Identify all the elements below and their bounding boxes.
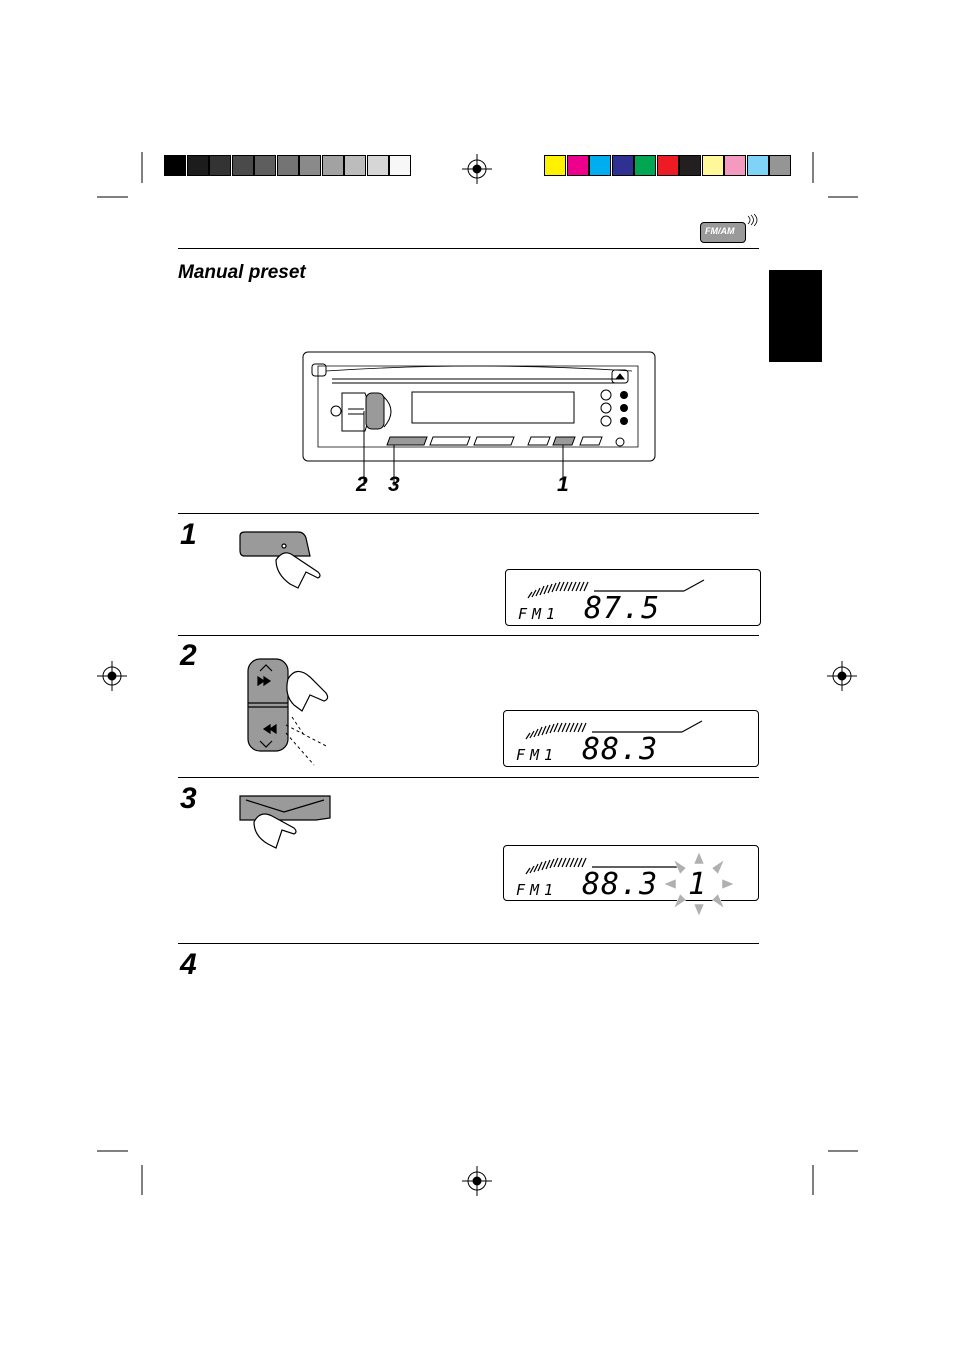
step-number: 1: [180, 518, 197, 551]
blinking-indicator-icon: [663, 851, 735, 917]
gray-swatch: [164, 155, 186, 176]
header-rule: [178, 248, 759, 249]
step-number: 4: [180, 948, 197, 981]
gray-swatch: [232, 155, 254, 176]
page-title: Manual preset: [178, 262, 306, 283]
callout-label: 2: [356, 473, 368, 496]
color-swatch: [612, 155, 634, 176]
gray-swatch: [254, 155, 276, 176]
gray-swatch: [299, 155, 321, 176]
color-swatch: [657, 155, 679, 176]
gray-swatch: [209, 155, 231, 176]
color-swatch: [724, 155, 746, 176]
gray-swatch: [277, 155, 299, 176]
preset-button-press-icon: [239, 795, 331, 849]
color-swatch: [589, 155, 611, 176]
band-indicator: FM1: [516, 881, 559, 899]
color-swatch: [679, 155, 701, 176]
step-rule: [178, 943, 759, 944]
step-number: 2: [180, 639, 197, 672]
color-swatch: [567, 155, 589, 176]
language-tab: [769, 270, 822, 362]
color-swatch: [544, 155, 566, 176]
gray-swatch: [389, 155, 411, 176]
band-indicator: FM1: [516, 746, 559, 764]
registration-target-icon: [97, 661, 127, 691]
radio-display: FM1 87.5: [505, 569, 761, 626]
color-swatch: [702, 155, 724, 176]
step-rule: [178, 635, 759, 636]
signal-meter-icon: [525, 720, 703, 740]
radio-display: FM1 88.3: [503, 710, 759, 767]
registration-target-icon: [462, 154, 492, 184]
color-swatch: [634, 155, 656, 176]
gray-swatch: [344, 155, 366, 176]
registration-target-icon: [462, 1166, 492, 1196]
color-swatch: [747, 155, 769, 176]
radio-display: FM1 88.3 1: [503, 845, 759, 917]
callout-label: 1: [557, 473, 569, 496]
frequency-readout: 88.3: [582, 867, 659, 902]
step-number: 3: [180, 782, 197, 815]
signal-meter-icon: [527, 579, 705, 599]
frequency-readout: 88.3: [582, 732, 659, 767]
gray-swatch: [187, 155, 209, 176]
badge-label: FM/AM: [705, 226, 735, 236]
frequency-readout: 87.5: [584, 591, 661, 626]
tuning-button-press-icon: [247, 658, 329, 766]
preset-number: 1: [688, 867, 707, 902]
gray-swatch: [322, 155, 344, 176]
car-stereo-panel: [302, 351, 656, 486]
gray-swatch: [367, 155, 389, 176]
color-swatch: [769, 155, 791, 176]
fm-am-badge: FM/AM: [700, 222, 746, 243]
band-button-press-icon: [239, 531, 321, 589]
signal-wave-icon: [747, 213, 758, 227]
callout-label: 3: [388, 473, 400, 496]
signal-meter-icon: [525, 857, 682, 875]
step-rule: [178, 513, 759, 514]
registration-target-icon: [827, 661, 857, 691]
step-rule: [178, 777, 759, 778]
band-indicator: FM1: [518, 605, 561, 623]
